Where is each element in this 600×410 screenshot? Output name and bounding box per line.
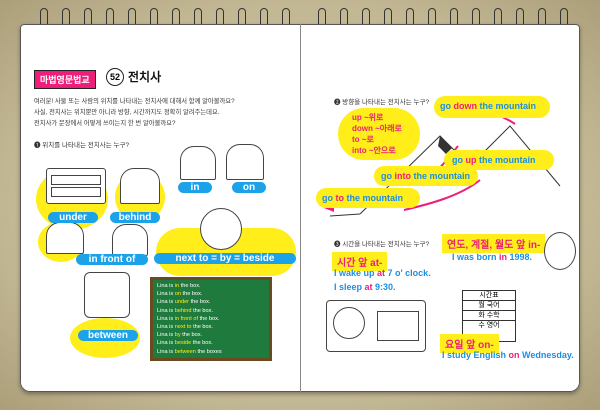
sentence-text: 1998. (507, 252, 533, 262)
series-badge: 마법영문법교 (34, 70, 96, 89)
timetable-row: 화 수학 (463, 311, 515, 321)
mountain-label-go-up: go up the mountain (452, 155, 536, 165)
intro-line-2: 사실, 전치사는 위치뿐만 아니라 방향, 시간까지도 정확히 알려주는데요. (34, 109, 220, 116)
sentence-text: the mountain (411, 171, 471, 181)
sentence-text: Wednesday. (519, 350, 574, 360)
intro-line-1: 여러분! 사물 또는 사람의 위치를 나타내는 전치사에 대해서 함께 알아볼까… (34, 98, 235, 105)
section3-heading: ❸ 시간을 나타내는 전치사는 누구? (334, 241, 430, 248)
doghouse-illustration (120, 168, 160, 204)
chapter-number: 52 (106, 68, 124, 86)
mountain-label-go-down: go down the mountain (440, 101, 536, 111)
notebook-gutter (300, 24, 301, 392)
blackboard-line: Lina is in the box. (157, 283, 201, 289)
highlight-blob (316, 188, 420, 208)
highlight-blob (434, 96, 550, 118)
timetable: 시간표 월 국어 화 수학 수 영어 (462, 290, 516, 342)
doghouse-illustration (226, 144, 264, 180)
sentence-text: the mountain (476, 155, 536, 165)
preposition-highlight: in (499, 252, 508, 262)
mountain-label-go-into: go into the mountain (381, 171, 470, 181)
sentence-text: the mountain (477, 101, 537, 111)
blackboard-line: Lina is between the boxes (157, 348, 222, 355)
highlight-blob (374, 166, 478, 186)
direction-item: to ~로 (352, 135, 374, 144)
preposition-highlight: at (364, 282, 373, 292)
chapter-title: 전치사 (128, 70, 162, 84)
doghouse-illustration (46, 222, 84, 254)
preposition-highlight: down (453, 101, 478, 111)
blackboard-line: Lina is beside the box. (157, 340, 213, 347)
label-in: in (178, 182, 212, 193)
label-between: between (78, 330, 138, 341)
highlight-blob (338, 108, 420, 160)
direction-item: into ~안으로 (352, 146, 396, 155)
blackboard-line: Lina is in front of the box. (157, 315, 220, 322)
preposition-highlight: to (335, 193, 345, 203)
intro-line-3: 전치사가 문장에서 어떻게 쓰이는지 한 번 알아볼까요? (34, 120, 176, 127)
direction-item: down ~아래로 (352, 124, 402, 133)
preposition-highlight: at (377, 268, 386, 278)
sentence-text: go (381, 171, 395, 181)
character-legs-illustration (84, 272, 130, 318)
direction-item: up ~위로 (352, 113, 384, 122)
sentence-text: I sleep (334, 282, 365, 292)
preposition-highlight: up (465, 155, 477, 165)
blackboard-line: Lina is by the box. (157, 332, 203, 339)
preposition-highlight: into (394, 171, 412, 181)
blackboard: Lina is in the box.Lina is on the box.Li… (150, 277, 272, 361)
preposition-highlight: on (508, 350, 520, 360)
timetable-row: 수 영어 (478, 322, 500, 329)
mountain-label-go-to: go to the mountain (322, 193, 403, 203)
sentence-text: I wake up (334, 268, 378, 278)
weekday-sentence: I study English on Wednesday. (442, 350, 574, 360)
sentence-text: go (322, 193, 336, 203)
section2-heading: ❷ 방향을 나타내는 전치사는 누구? (334, 99, 430, 106)
year-tag: 연도, 계절, 월도 앞 in- (442, 234, 546, 253)
label-in-front-of: in front of (76, 254, 148, 265)
character-illustration (200, 208, 242, 250)
time-tag: 시간 앞 at- (332, 252, 388, 271)
blackboard-line: Lina is under the box. (157, 299, 211, 306)
section1-heading: ❶ 위치를 나타내는 전치사는 누구? (34, 142, 130, 149)
doghouse-illustration (112, 224, 148, 256)
sentence-text: 7 o' clock. (385, 268, 431, 278)
sentence-text: 9:30. (372, 282, 396, 292)
weekday-tag: 요일 앞 on- (440, 334, 499, 353)
time-sentence-1: I wake up at 7 o' clock. (334, 268, 431, 278)
label-behind: behind (110, 212, 160, 223)
label-under: under (48, 212, 98, 223)
drawer-illustration (46, 168, 106, 204)
label-next-to: next to = by = beside (154, 253, 296, 264)
bedroom-illustration (326, 300, 426, 352)
blackboard-line: Lina is on the box. (157, 291, 203, 298)
year-sentence: I was born in 1998. (452, 252, 532, 262)
blackboard-line: Lina is next to the box. (157, 324, 213, 330)
label-on: on (232, 182, 266, 193)
highlight-blob (444, 150, 554, 170)
sentence-text: the mountain (344, 193, 404, 203)
sentence-text: I was born (452, 252, 500, 262)
blackboard-line: Lina is behind the box. (157, 307, 214, 314)
sentence-text: I study English (442, 350, 509, 360)
sentence-text: go (452, 155, 466, 165)
timetable-title: 시간표 (463, 291, 515, 301)
baby-illustration (544, 232, 576, 270)
time-sentence-2: I sleep at 9:30. (334, 282, 396, 292)
doghouse-illustration (180, 146, 216, 180)
timetable-row: 월 국어 (463, 301, 515, 311)
sentence-text: go (440, 101, 454, 111)
